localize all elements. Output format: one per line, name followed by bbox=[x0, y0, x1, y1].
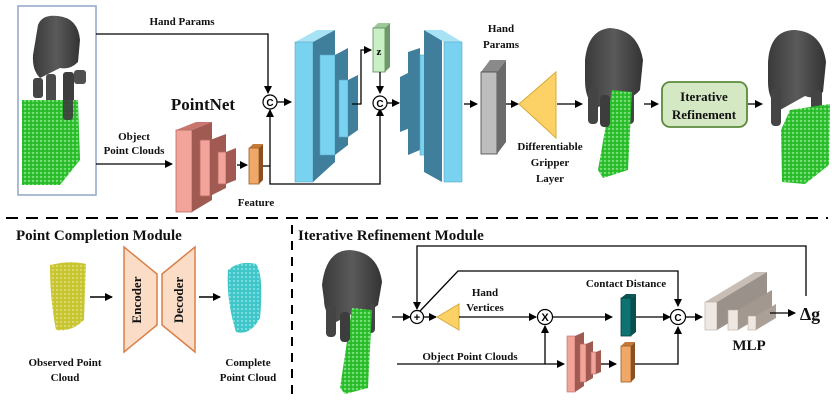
multiply-node: X bbox=[536, 308, 554, 326]
pointnet-block bbox=[175, 122, 236, 213]
hand-vertices-label-line1: Hand bbox=[472, 287, 498, 299]
observed-label-line1: Observed Point bbox=[28, 357, 101, 369]
point-completion-title: Point Completion Module bbox=[16, 228, 182, 244]
hand-params-output-label-line2: Params bbox=[483, 39, 520, 51]
grasp-hand-icon bbox=[322, 250, 382, 394]
hand-params-arrow bbox=[96, 33, 272, 94]
complete-label-line2: Point Cloud bbox=[220, 372, 277, 384]
cvae-decoder-block bbox=[400, 30, 463, 183]
svg-text:Refinement: Refinement bbox=[672, 107, 737, 122]
decoder-block: Decoder bbox=[161, 245, 196, 354]
feedback-loop-arrow bbox=[413, 245, 807, 310]
object-point-cloud-icon bbox=[22, 100, 80, 185]
mlp-label: MLP bbox=[732, 338, 765, 354]
concat-node-1: C bbox=[262, 94, 278, 110]
object-point-clouds-label: Object Point Clouds bbox=[422, 351, 518, 363]
feature-label: Feature bbox=[238, 197, 275, 209]
svg-text:z: z bbox=[377, 46, 382, 58]
feature-block-small bbox=[620, 342, 635, 383]
hand-params-label: Hand Params bbox=[149, 16, 215, 28]
refined-grasp-result bbox=[768, 30, 830, 184]
mlp-block bbox=[704, 272, 776, 331]
svg-text:C: C bbox=[674, 313, 681, 324]
pointnet-block-small bbox=[566, 332, 601, 393]
svg-text:Encoder: Encoder bbox=[129, 276, 144, 323]
iterative-refinement-title: Iterative Refinement Module bbox=[298, 228, 484, 244]
svg-text:Iterative: Iterative bbox=[680, 89, 728, 104]
differentiable-gripper-layer-icon bbox=[518, 70, 557, 140]
hand-vertices-label-line2: Vertices bbox=[466, 302, 504, 314]
delta-g-output-label: Δg bbox=[800, 304, 820, 324]
feature-block bbox=[248, 144, 263, 185]
observed-label-line2: Cloud bbox=[51, 372, 80, 384]
gripper-layer-icon bbox=[436, 303, 460, 331]
input-frame bbox=[17, 5, 97, 196]
iterative-refinement-box: Iterative Refinement bbox=[661, 81, 748, 128]
feature-arrow bbox=[263, 108, 384, 185]
concat-node-2: C bbox=[372, 95, 388, 111]
gripper-layer-label-line3: Layer bbox=[536, 173, 564, 185]
complete-label-line1: Complete bbox=[225, 357, 270, 369]
svg-text:C: C bbox=[376, 99, 383, 110]
gripper-layer-label-line2: Gripper bbox=[531, 157, 570, 169]
add-node: + bbox=[409, 309, 425, 325]
contact-distance-label: Contact Distance bbox=[586, 278, 666, 290]
svg-text:X: X bbox=[541, 312, 549, 324]
initial-grasp-result bbox=[585, 28, 643, 178]
complete-point-cloud-icon bbox=[227, 262, 262, 333]
hand-params-block bbox=[480, 60, 506, 155]
concat-node-3: C bbox=[669, 308, 687, 326]
gripper-layer-label-line1: Differentiable bbox=[517, 141, 582, 153]
svg-text:Decoder: Decoder bbox=[171, 277, 186, 323]
encoder-block: Encoder bbox=[123, 245, 158, 354]
cvae-encoder-block bbox=[294, 30, 358, 183]
contact-distance-block bbox=[620, 294, 636, 337]
svg-text:+: + bbox=[414, 312, 420, 324]
observed-point-cloud-icon bbox=[50, 262, 86, 331]
pointnet-title: PointNet bbox=[171, 95, 236, 114]
object-point-clouds-label-line1: Object bbox=[118, 131, 150, 143]
input-grasp-panel bbox=[17, 5, 97, 196]
svg-text:C: C bbox=[266, 98, 273, 109]
hand-params-output-label-line1: Hand bbox=[488, 23, 514, 35]
object-point-clouds-label-line2: Point Clouds bbox=[104, 145, 166, 157]
latent-z-block: z bbox=[372, 23, 390, 73]
